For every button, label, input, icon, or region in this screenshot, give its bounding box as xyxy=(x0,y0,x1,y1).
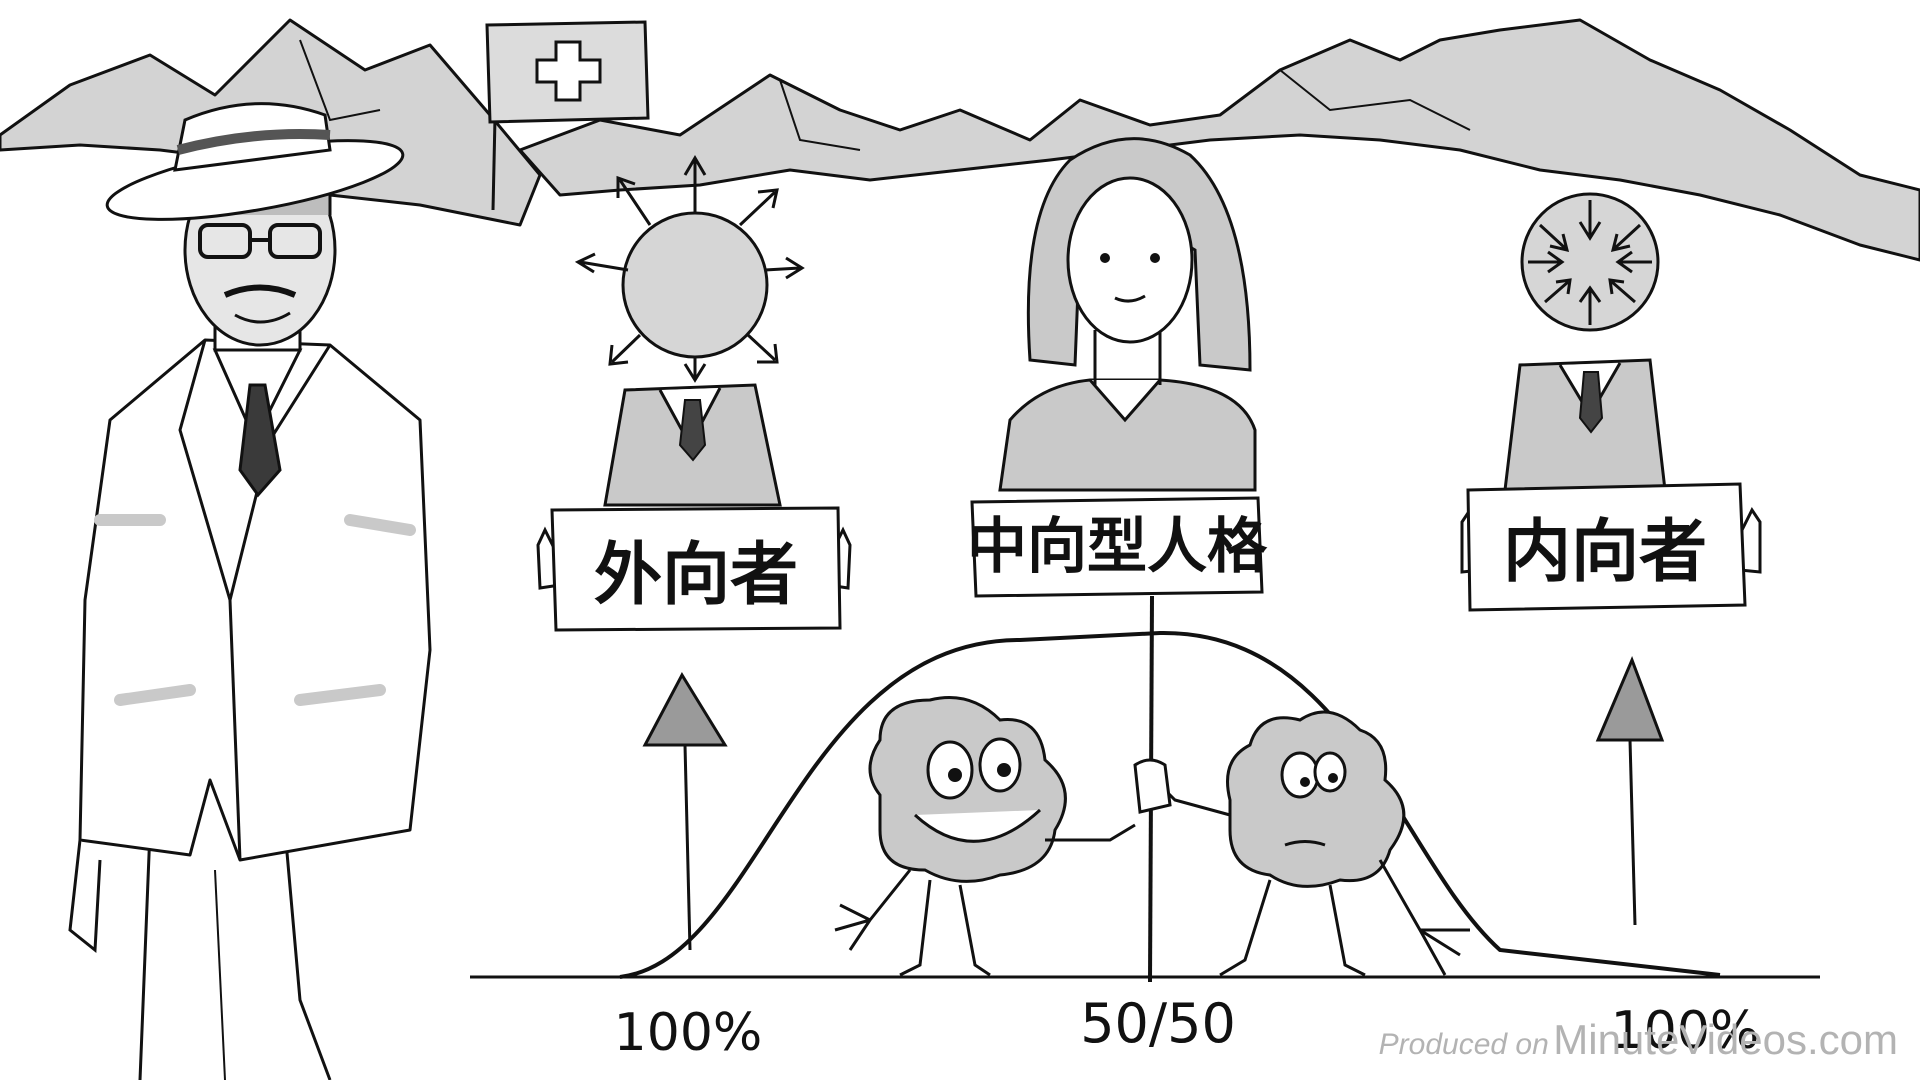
swiss-flag xyxy=(485,20,650,211)
inward-arrows xyxy=(1528,200,1652,325)
axis-label-left: 100% xyxy=(614,1003,763,1063)
extrovert-label: 外向者 xyxy=(594,536,798,615)
ambivert-label: 中向型人格 xyxy=(967,512,1268,582)
distribution-chart xyxy=(470,630,1820,979)
bell-curve xyxy=(619,630,1721,979)
sun-head xyxy=(621,211,769,359)
axis-label-center: 50/50 xyxy=(1080,992,1236,1055)
watermark: Produced on MinuteVideos.com xyxy=(1379,1016,1898,1064)
introvert-figure xyxy=(1503,192,1667,492)
outward-arrows xyxy=(574,155,805,383)
man-in-suit-figure xyxy=(68,102,432,1080)
watermark-prefix: Produced on xyxy=(1378,1028,1549,1061)
right-up-arrow xyxy=(1595,655,1665,926)
inward-sphere-head xyxy=(1520,192,1660,332)
happy-cloud-creature xyxy=(834,696,1136,977)
axis-label-right: 100% xyxy=(1611,1001,1760,1061)
worried-cloud-creature xyxy=(1133,710,1470,977)
left-up-arrow xyxy=(642,671,728,951)
extrovert-figure xyxy=(574,155,805,507)
ambivert-figure xyxy=(998,137,1257,492)
introvert-label: 内向者 xyxy=(1503,513,1707,592)
ambivert-sign: 中向型人格 xyxy=(967,496,1268,983)
extrovert-sign: 外向者 xyxy=(536,506,852,632)
watermark-brand: MinuteVideos.com xyxy=(1553,1016,1898,1063)
introvert-sign: 内向者 xyxy=(1460,482,1762,612)
